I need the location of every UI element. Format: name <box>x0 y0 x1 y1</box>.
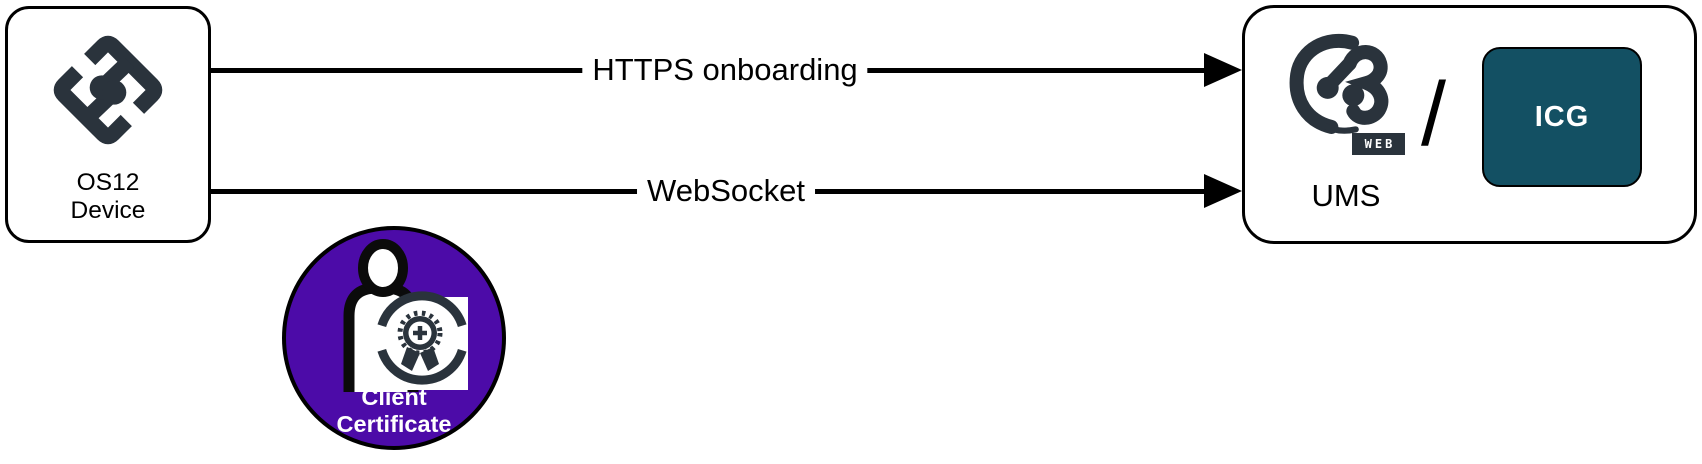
ums-web-logo: WEB <box>1285 33 1407 155</box>
os12-device-node: OS12 Device <box>5 6 211 243</box>
client-certificate-label-line1: Client <box>361 384 427 410</box>
separator-slash: / <box>1421 65 1447 165</box>
client-certificate-badge: Client Certificate <box>282 226 506 450</box>
web-badge: WEB <box>1352 133 1405 155</box>
igel-os12-logo-icon <box>53 35 163 145</box>
icg-node: ICG <box>1482 47 1642 187</box>
client-certificate-label-line2: Certificate <box>336 411 452 437</box>
person-certificate-icon <box>343 239 468 392</box>
ums-icg-node: WEB UMS / ICG <box>1242 5 1697 244</box>
arrow-head-icon <box>1204 174 1242 208</box>
ums-label: UMS <box>1311 178 1381 213</box>
arrow-head-icon <box>1204 53 1242 87</box>
igel-ums-web-logo-icon <box>1289 33 1389 134</box>
os12-device-label: OS12 Device <box>8 169 208 225</box>
arrow-label-https-onboarding: HTTPS onboarding <box>582 52 868 88</box>
arrow-label-websocket: WebSocket <box>637 173 815 209</box>
os12-device-label-line1: OS12 <box>76 169 140 196</box>
client-certificate-label: Client Certificate <box>276 384 512 438</box>
icg-label: ICG <box>1534 100 1590 133</box>
os12-device-label-line2: Device <box>70 197 146 224</box>
